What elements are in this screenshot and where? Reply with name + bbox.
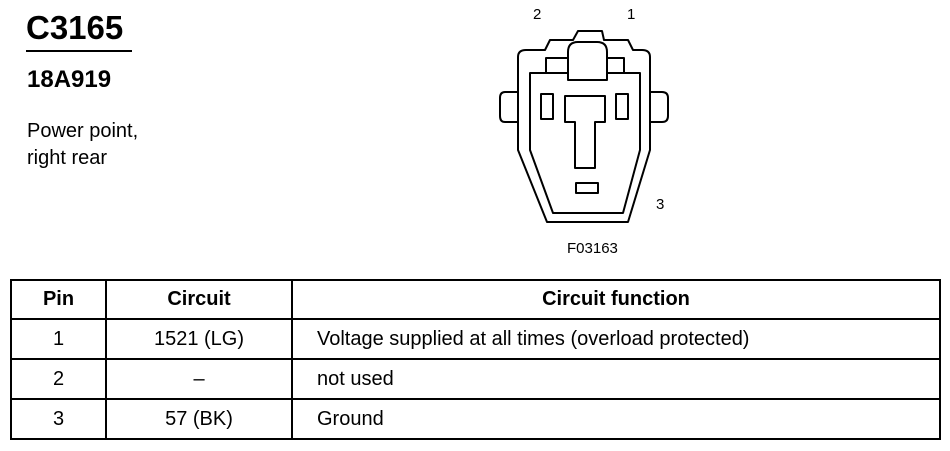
pin-cavity-1 <box>615 93 629 120</box>
description-line: right rear <box>27 147 108 169</box>
description-line: Power point, <box>27 120 139 142</box>
part-number: 18A919 <box>27 66 112 93</box>
header-circuit-function: Circuit function <box>291 279 941 320</box>
cell-pin: 2 <box>10 358 107 400</box>
side-tab-right <box>650 91 669 123</box>
connector-id-underline <box>26 50 132 52</box>
table-header-row: Pin Circuit Circuit function <box>10 279 941 320</box>
pin-label-3: 3 <box>656 196 665 213</box>
side-tab-left <box>499 91 518 123</box>
header-circuit: Circuit <box>105 279 293 320</box>
cell-circuit-function: Voltage supplied at all times (overload … <box>291 318 941 360</box>
cell-circuit-function: Ground <box>291 398 941 440</box>
connector-face-diagram <box>499 30 669 223</box>
ground-terminal-t <box>564 95 606 169</box>
top-latch <box>567 41 608 80</box>
cell-pin: 1 <box>10 318 107 360</box>
pin-table: Pin Circuit Circuit function 1 1521 (LG)… <box>10 279 941 440</box>
connector-id: C3165 <box>26 9 124 46</box>
table-row: 3 57 (BK) Ground <box>10 398 941 440</box>
pin-cavity-2 <box>540 93 554 120</box>
cell-pin: 3 <box>10 398 107 440</box>
connector-description: Power point, right rear <box>27 118 138 172</box>
header-pin: Pin <box>10 279 107 320</box>
pin-cavity-3 <box>575 182 599 194</box>
cell-circuit: 1521 (LG) <box>105 318 293 360</box>
pin-label-1: 1 <box>627 6 636 23</box>
connector-inner-outline <box>529 57 641 214</box>
cell-circuit: 57 (BK) <box>105 398 293 440</box>
cell-circuit-function: not used <box>291 358 941 400</box>
cell-circuit: – <box>105 358 293 400</box>
connector-housing-outline <box>517 30 651 223</box>
table-row: 1 1521 (LG) Voltage supplied at all time… <box>10 318 941 360</box>
figure-code: F03163 <box>567 240 618 257</box>
pin-label-2: 2 <box>533 6 542 23</box>
table-row: 2 – not used <box>10 358 941 400</box>
